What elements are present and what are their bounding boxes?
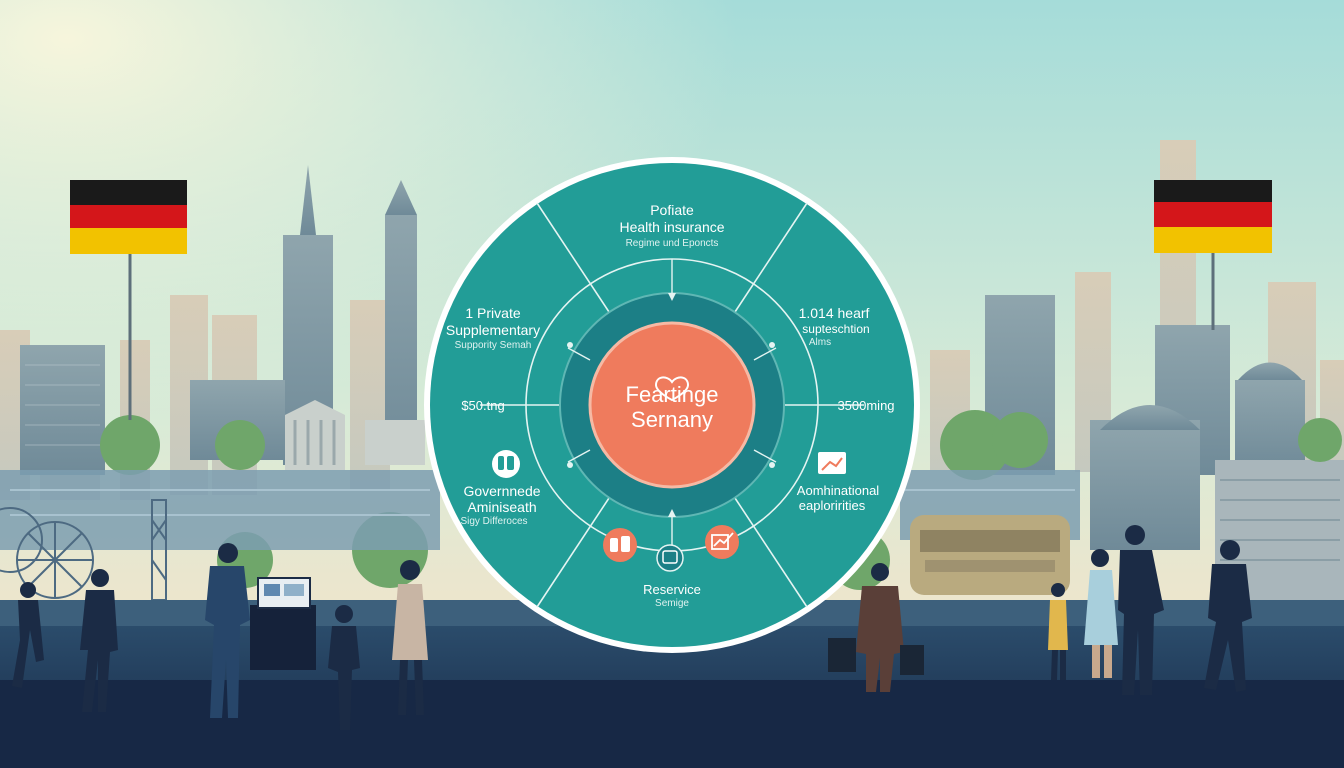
heart-icon [654,376,690,402]
segment-lower-left-line1: Governnede [463,483,540,499]
flag-right-red [1154,202,1272,227]
segment-top-line2: Health insurance [619,219,724,235]
monitor-icon [257,577,311,609]
segment-mid-left-label: $50.tng [461,398,504,413]
segment-upper-left-line2: Supplementary [446,322,540,338]
segment-upper-left-line3: Suppority Semah [455,340,532,351]
segment-top-line3: Regime und Eponcts [626,238,719,249]
tram [910,515,1070,595]
flag-right-gold [1154,227,1272,253]
insurance-wheel: Feartinge Sernany Pofiate Health insuran… [424,157,920,653]
segment-lower-right-line2: eaploririties [799,498,866,513]
segment-lower-right-line1: Aomhinational [797,483,879,498]
station-windows [10,489,1075,516]
segment-bottom-line1: Reservice [643,582,701,597]
arrow-ticks [567,293,775,517]
pills-icon [603,528,637,562]
office-windows-left [25,364,100,446]
inner-dividers [567,259,777,551]
people-right [828,525,1252,695]
trend-icon [705,525,739,559]
segment-upper-right-line1: 1.014 hearf [799,305,870,321]
segment-upper-right-line3: Alms [809,337,831,348]
segment-lower-left-line3: Sigy Differoces [460,516,527,527]
flag-left-red [70,205,187,228]
segment-top-line1: Pofiate [650,202,694,218]
segment-mid-right-label: 3500ming [837,398,894,413]
flag-left [70,180,187,420]
chart-icon [818,452,846,474]
center-label-line1: Feartinge [626,382,719,407]
wheel-dividers [480,202,864,608]
station-roof-left [0,470,440,550]
segment-upper-right-line2: supteschtion [802,322,869,336]
segment-bottom-line2: Semige [655,598,689,609]
flag-left-gold [70,228,187,254]
skyline-right-mid [985,295,1305,550]
ferris-wheel [0,507,94,599]
people-left [12,543,428,730]
segment-upper-left-line1: 1 Private [465,305,520,321]
document-icon [656,544,684,572]
flag-left-black [70,180,187,205]
clipboard-icon [492,450,520,478]
center-label-line2: Sernany [631,407,713,432]
office-windows-right [1220,479,1340,561]
columns-left [293,420,336,465]
flag-right [1154,180,1272,330]
flag-right-black [1154,180,1272,202]
center-circle [588,321,756,489]
ground-lower [0,680,1344,768]
segment-lower-left-line2: Aminiseath [467,499,536,515]
